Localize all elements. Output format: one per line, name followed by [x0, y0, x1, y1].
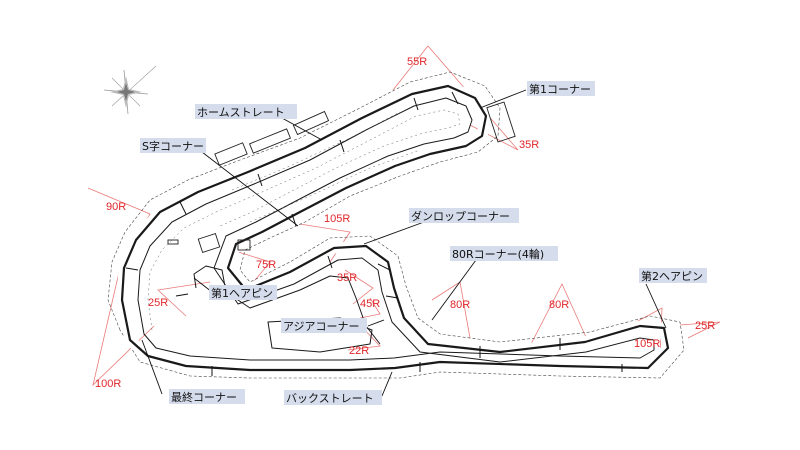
corner-label-text: 最終コーナー: [171, 390, 237, 404]
radius-label-35r-dunlop: 35R: [337, 272, 357, 284]
corner-label-text: ダンロップコーナー: [411, 209, 510, 223]
radius-label-35r-first: 35R: [519, 139, 539, 151]
radius-label-75r: 75R: [256, 259, 276, 271]
corner-label-asia-corner: アジアコーナー: [281, 318, 367, 333]
corner-label-back-straight: バックストレート: [284, 390, 382, 405]
radius-label-100r: 100R: [95, 378, 121, 390]
corner-label-home-straight: ホームストレート: [195, 104, 297, 119]
corner-label-first-hairpin: 第1ヘアピン: [209, 285, 277, 300]
corner-label-text: ホームストレート: [197, 106, 285, 119]
corner-label-text: 第1コーナー: [529, 82, 591, 96]
corner-label-text: 第1ヘアピン: [211, 286, 273, 300]
radius-label-45r: 45R: [360, 298, 380, 310]
radius-label-22r: 22R: [349, 345, 369, 357]
corner-label-s-curve: S字コーナー: [140, 138, 206, 153]
radius-label-90r: 90R: [106, 201, 126, 213]
corner-label-second-hairpin: 第2ヘアピン: [639, 268, 707, 283]
radius-label-105r-hairpin: 105R: [634, 338, 660, 350]
leader-lines: [141, 89, 667, 397]
radius-label-55r: 55R: [407, 56, 427, 68]
radius-label-80r-a: 80R: [450, 299, 470, 311]
track: [107, 71, 685, 379]
corner-label-text: S字コーナー: [142, 139, 204, 153]
radius-label-25r-left: 25R: [148, 297, 168, 309]
corner-label-text: バックストレート: [286, 392, 374, 405]
corner-label-final-corner: 最終コーナー: [169, 389, 245, 404]
corner-label-first-corner: 第1コーナー: [527, 81, 595, 96]
track-markers: [125, 91, 623, 376]
corner-label-text: 80Rコーナー(4輪): [452, 247, 544, 261]
corner-label-80r-corner: 80Rコーナー(4輪): [450, 246, 558, 261]
pit-buildings: [167, 101, 516, 254]
radius-label-105r-s: 105R: [324, 213, 350, 225]
corner-label-dunlop-corner: ダンロップコーナー: [409, 208, 519, 223]
corner-label-text: 第2ヘアピン: [641, 269, 703, 283]
compass-rose-icon: [103, 65, 157, 115]
radius-label-80r-b: 80R: [549, 299, 569, 311]
radius-label-25r-right: 25R: [695, 320, 715, 332]
corner-label-text: アジアコーナー: [283, 320, 360, 333]
